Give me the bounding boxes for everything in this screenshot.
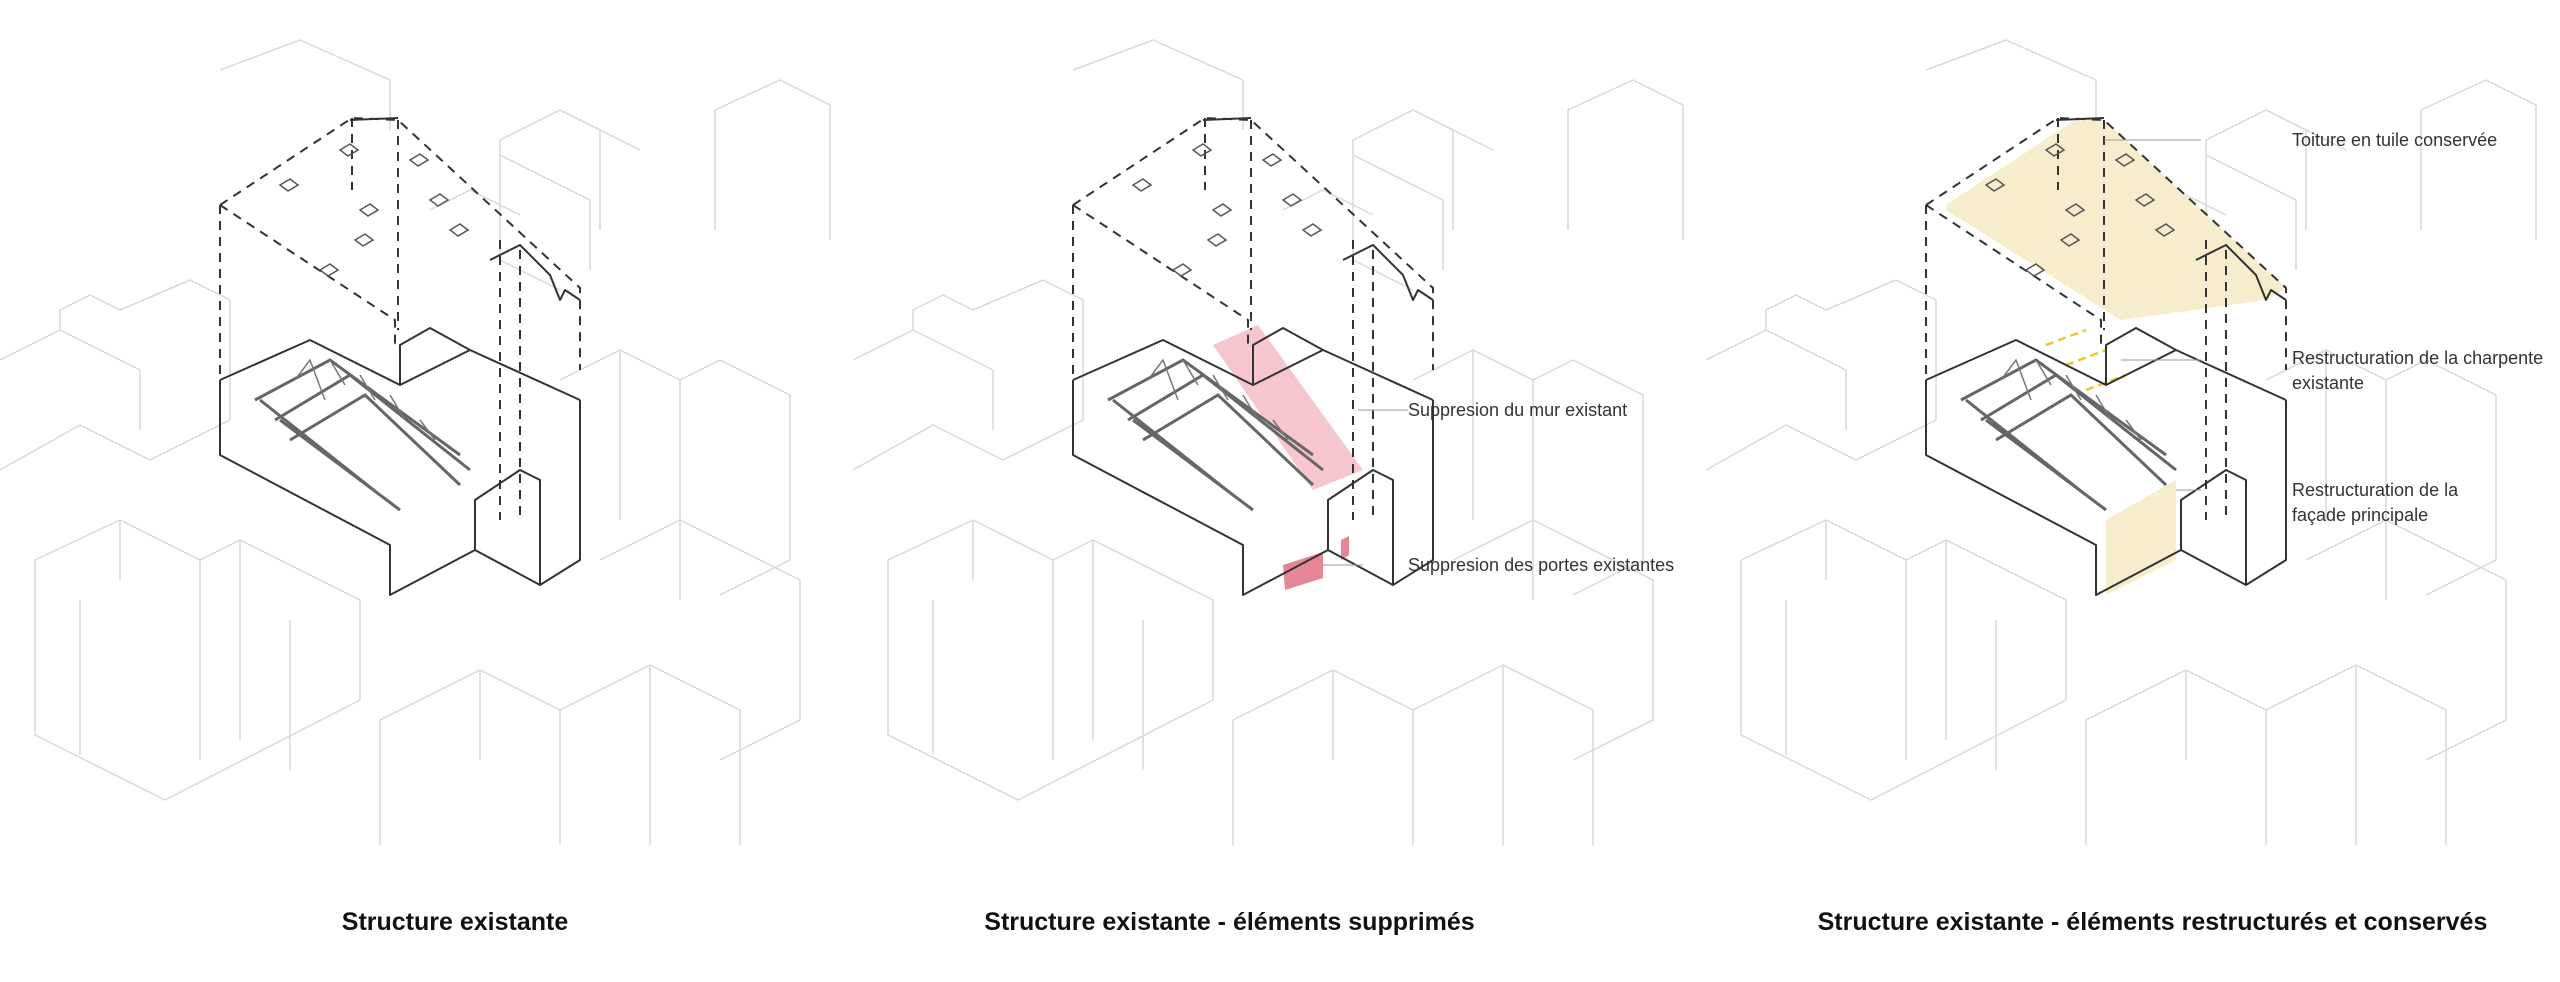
caption-removed: Structure existante - éléments supprimés [984, 908, 1475, 936]
restructured-frame-lines [2045, 328, 2127, 392]
axonometric-removed [853, 39, 1684, 846]
axonometric-kept [1706, 39, 2537, 846]
removed-wall-highlight [1213, 325, 1363, 490]
annotation-door-removal: Suppresion des portes existantes [1408, 555, 1675, 575]
annotation-facade-restructure: Restructuration de la façade principale [2292, 480, 2459, 525]
panel-existing: Structure existante [0, 0, 853, 982]
caption-existing: Structure existante [341, 908, 569, 936]
panel-removed: Suppresion du mur existant Suppresion de… [853, 0, 1706, 982]
restructured-facade-highlight [2106, 480, 2176, 595]
removed-door-left [1283, 552, 1323, 590]
axonometric-existing [0, 39, 831, 846]
removed-door-right [1341, 536, 1349, 560]
panel-kept: Toiture en tuile conservée Restructurati… [1706, 0, 2559, 982]
annotation-frame-restructure: Restructuration de la charpente existant… [2292, 348, 2544, 393]
annotation-wall-removal: Suppresion du mur existant [1408, 400, 1628, 420]
annotation-roof-kept: Toiture en tuile conservée [2292, 130, 2498, 150]
kept-roof-highlight [1946, 118, 2286, 320]
caption-kept: Structure existante - éléments restructu… [1817, 908, 2488, 936]
